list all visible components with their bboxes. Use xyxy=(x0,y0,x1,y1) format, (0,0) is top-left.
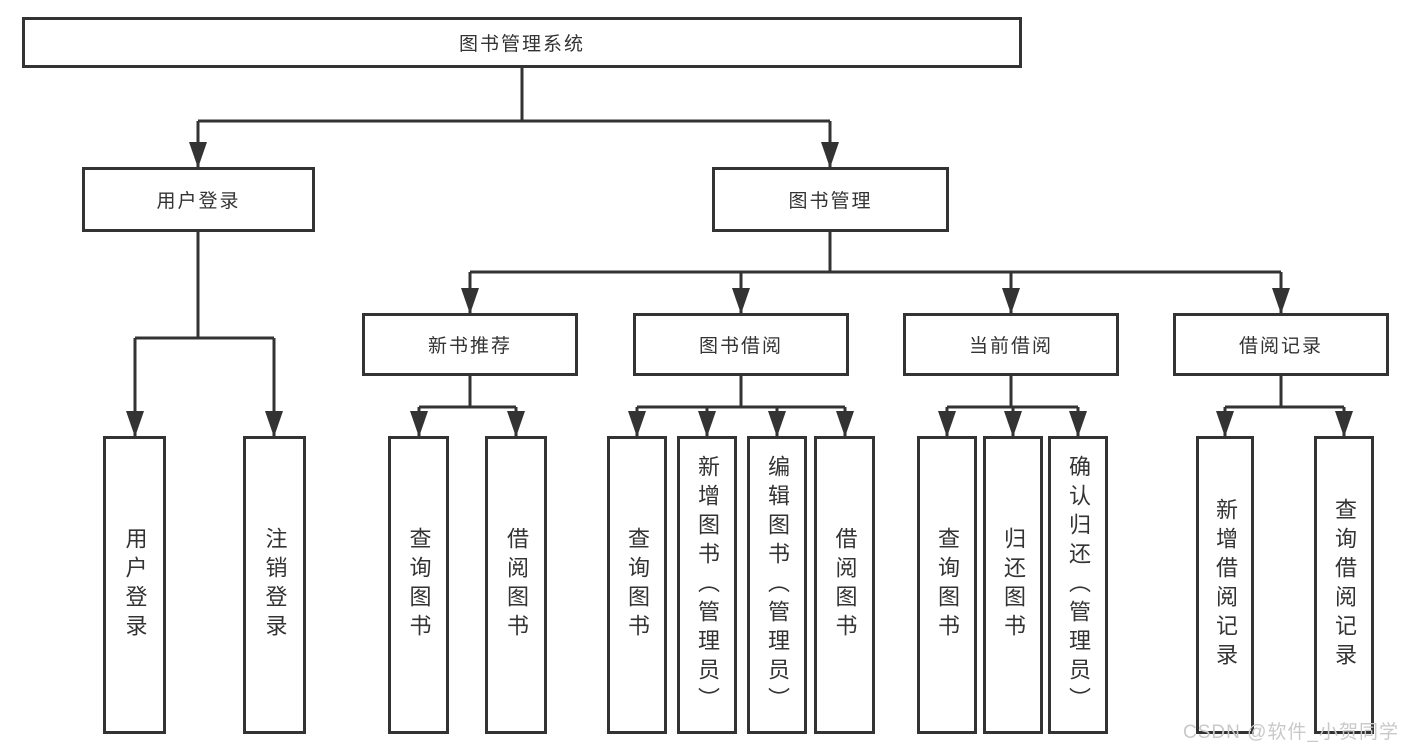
leaf-borrow-books: 借阅图书 xyxy=(814,436,875,734)
leaf-query-books-recommend: 查询图书 xyxy=(388,436,449,734)
leaf-label: 查询图书 xyxy=(406,527,432,643)
leaf-label: 归还图书 xyxy=(1001,527,1026,643)
node-label: 用户登录 xyxy=(156,191,241,212)
leaf-label: 新增借阅记录 xyxy=(1213,498,1238,672)
node-label: 借阅记录 xyxy=(1238,336,1323,357)
node-label: 当前借阅 xyxy=(968,336,1053,357)
node-label: 新书推荐 xyxy=(427,336,512,357)
node-borrow-records: 借阅记录 xyxy=(1173,313,1389,376)
node-user-login: 用户登录 xyxy=(82,167,315,232)
leaf-label: 编辑图书（管理员） xyxy=(765,454,790,716)
node-label: 图书借阅 xyxy=(698,336,783,357)
node-label: 图书管理 xyxy=(788,191,873,212)
leaf-label: 确认归还（管理员） xyxy=(1066,454,1091,716)
leaf-borrow-books-recommend: 借阅图书 xyxy=(485,436,547,734)
leaf-add-books-admin: 新增图书（管理员） xyxy=(677,436,737,734)
node-current-borrow: 当前借阅 xyxy=(903,313,1119,376)
node-root-system: 图书管理系统 xyxy=(22,17,1022,68)
leaf-user-login: 用户登录 xyxy=(103,436,166,734)
leaf-label: 注销登录 xyxy=(262,527,288,643)
leaf-query-books-current: 查询图书 xyxy=(917,436,977,734)
leaf-label: 查询借阅记录 xyxy=(1332,498,1357,672)
leaf-query-books-borrow: 查询图书 xyxy=(607,436,667,734)
leaf-edit-books-admin: 编辑图书（管理员） xyxy=(747,436,807,734)
leaf-add-borrow-record: 新增借阅记录 xyxy=(1196,436,1254,734)
leaf-return-books: 归还图书 xyxy=(983,436,1043,734)
watermark: CSDN @软件_小贺同学 xyxy=(1183,722,1399,743)
leaf-label: 查询图书 xyxy=(935,527,960,643)
node-book-management: 图书管理 xyxy=(712,167,949,232)
leaf-logout-login: 注销登录 xyxy=(243,436,306,734)
leaf-label: 借阅图书 xyxy=(504,527,529,643)
leaf-query-borrow-record: 查询借阅记录 xyxy=(1314,436,1374,734)
node-new-book-recommend: 新书推荐 xyxy=(362,313,578,376)
node-book-borrow: 图书借阅 xyxy=(633,313,849,376)
leaf-confirm-return-admin: 确认归还（管理员） xyxy=(1048,436,1108,734)
node-label: 图书管理系统 xyxy=(458,34,585,55)
leaf-label: 用户登录 xyxy=(122,527,148,643)
leaf-label: 借阅图书 xyxy=(832,527,858,643)
leaf-label: 查询图书 xyxy=(625,527,650,643)
leaf-label: 新增图书（管理员） xyxy=(695,454,720,716)
